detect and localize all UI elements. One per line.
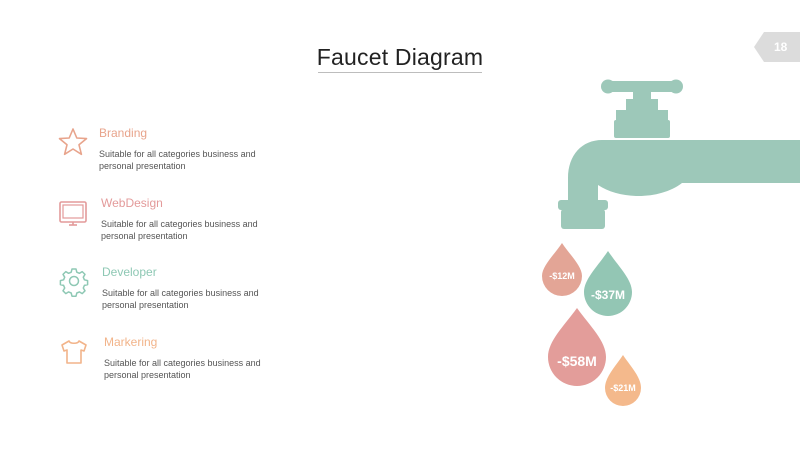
item-description: Suitable for all categories business and… — [99, 149, 256, 171]
drop-value: -$58M — [557, 353, 597, 369]
item-label: WebDesign — [101, 196, 163, 210]
gear-icon — [58, 265, 90, 297]
drop-4: -$21M — [605, 355, 641, 406]
item-description: Suitable for all categories business and… — [102, 288, 259, 310]
page-number-tag: 18 — [754, 32, 800, 62]
item-description: Suitable for all categories business and… — [104, 358, 261, 380]
title-underline — [318, 72, 482, 73]
item-label: Branding — [99, 126, 148, 140]
shirt-icon — [58, 335, 90, 367]
star-icon — [57, 126, 89, 158]
faucet-icon — [558, 79, 800, 229]
drop-2: -$37M — [584, 251, 632, 316]
monitor-icon — [57, 196, 89, 228]
drop-1: -$12M — [542, 243, 582, 296]
page-number: 18 — [774, 40, 788, 54]
drop-3: -$58M — [548, 308, 606, 386]
slide-title: Faucet Diagram — [316, 44, 484, 70]
drop-value: -$37M — [591, 288, 625, 302]
drop-value: -$21M — [610, 383, 636, 393]
item-description: Suitable for all categories business and… — [101, 219, 258, 241]
drop-value: -$12M — [549, 271, 575, 281]
item-label: Developer — [102, 265, 157, 279]
item-label: Markering — [104, 335, 158, 349]
